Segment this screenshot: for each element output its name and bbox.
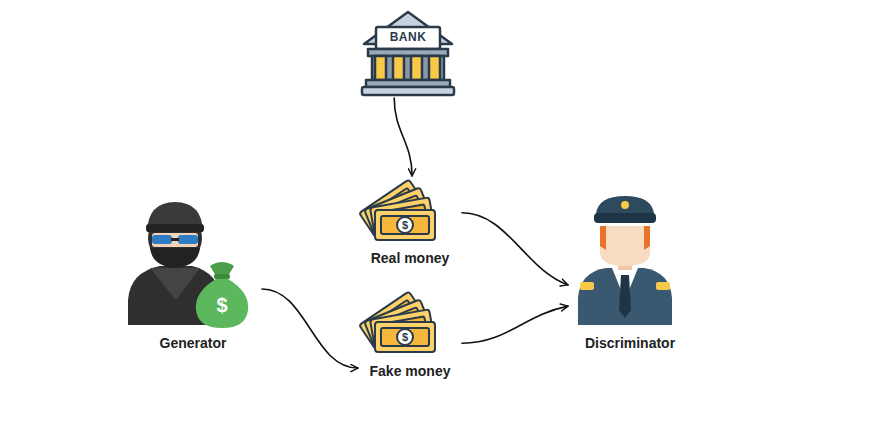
fake-money-node: Fake money <box>358 288 462 380</box>
node-label: Real money <box>371 250 450 266</box>
node-label: Generator <box>160 335 227 351</box>
bank-node: BANK <box>362 12 454 98</box>
arrow-connector <box>394 98 412 176</box>
real-money-node: Real money <box>358 176 462 268</box>
money-icon <box>359 292 435 352</box>
bank-icon <box>362 12 454 95</box>
arrow-connector <box>462 213 568 285</box>
generator-node: Generator <box>124 198 262 355</box>
dollar-sign: $ <box>402 220 408 231</box>
node-label: Discriminator <box>585 335 675 351</box>
node-label: Fake money <box>370 363 451 379</box>
dollar-sign: $ <box>216 295 227 315</box>
money-icon <box>359 180 435 240</box>
arrow-connector <box>262 289 358 368</box>
dollar-sign: $ <box>402 332 408 343</box>
discriminator-node: Discriminator <box>568 192 692 355</box>
thief-icon <box>128 202 248 328</box>
police-icon <box>578 196 672 325</box>
node-label: BANK <box>390 31 427 45</box>
arrow-connector <box>462 306 568 343</box>
